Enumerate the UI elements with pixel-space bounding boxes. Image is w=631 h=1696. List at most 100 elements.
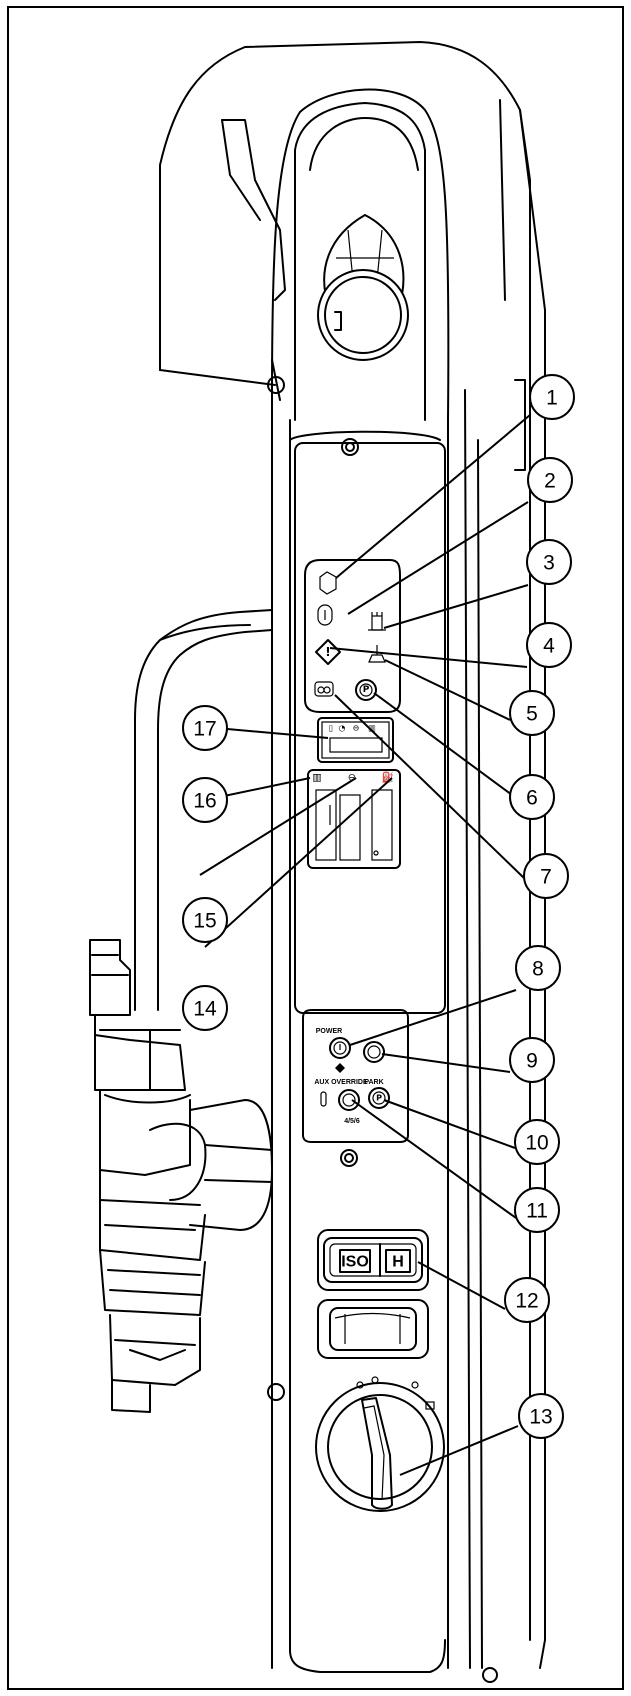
park-brake-icon: P <box>355 679 377 701</box>
warning-light-panel <box>304 559 401 713</box>
callout-number: 12 <box>515 1290 538 1313</box>
callout-number: 7 <box>540 866 552 889</box>
callout-number: 6 <box>526 787 538 810</box>
svg-text:▯: ▯ <box>329 724 333 733</box>
svg-text:⛽: ⛽ <box>382 771 394 784</box>
svg-text:⊖: ⊖ <box>353 724 360 733</box>
secondary-rocker-switch[interactable] <box>329 1307 417 1351</box>
callout-16: 16 <box>182 777 228 823</box>
horn-button[interactable] <box>363 1041 385 1063</box>
callout-2: 2 <box>527 457 573 503</box>
callout-circle <box>182 705 228 751</box>
callout-4: 4 <box>526 622 572 668</box>
callout-circle <box>514 1187 560 1233</box>
lower-switch-housing <box>317 1229 429 1359</box>
callout-1: 1 <box>529 374 575 420</box>
callout-number: 15 <box>193 910 216 933</box>
callout-11: 11 <box>514 1187 560 1233</box>
handrail <box>134 609 273 1011</box>
selector-position-icons <box>356 1376 435 1410</box>
h-label: H <box>392 1254 404 1271</box>
callout-3: 3 <box>526 539 572 585</box>
callout-number: 17 <box>193 718 216 741</box>
callout-circle <box>182 897 228 943</box>
svg-text:P: P <box>363 685 370 695</box>
air-filter-icon <box>314 681 334 697</box>
callout-circle <box>509 1037 555 1083</box>
svg-text:▥: ▥ <box>312 773 321 784</box>
callout-circle <box>515 945 561 991</box>
aux-override-button[interactable] <box>338 1089 360 1111</box>
park-button[interactable]: P <box>368 1087 390 1109</box>
callout-circle <box>182 985 228 1031</box>
hydraulic-oil-gauge-icon: ⊖ <box>348 773 356 784</box>
callout-number: 16 <box>193 790 216 813</box>
callout-6: 6 <box>509 774 555 820</box>
callout-circle <box>526 622 572 668</box>
lcd-display: ▯ ◔ ⊖ ▥ <box>317 717 394 763</box>
callout-15: 15 <box>182 897 228 943</box>
park-label: PARK <box>364 1079 383 1086</box>
gauge-cluster: ▥ ⊖ ⛽ <box>307 769 401 869</box>
aux-override-label: AUX OVERRIDE <box>314 1079 368 1086</box>
power-label: POWER <box>316 1028 342 1035</box>
iso-h-rocker-switch[interactable]: ISO H <box>323 1237 423 1283</box>
figure-border <box>7 6 624 1690</box>
callout-number: 14 <box>193 998 217 1021</box>
joystick-mount <box>89 939 285 1413</box>
callout-circle <box>523 853 569 899</box>
callout-13: 13 <box>518 1393 564 1439</box>
coolant-gauge-icon: ▥ <box>312 773 321 784</box>
callout-circle <box>509 690 555 736</box>
callout-circle <box>529 374 575 420</box>
callout-circle <box>514 1119 560 1165</box>
svg-text:⊖: ⊖ <box>348 773 356 784</box>
coolant-temp-icon <box>368 612 386 631</box>
svg-text:◔: ◔ <box>339 724 346 733</box>
power-arrow-icon <box>335 1063 345 1073</box>
callout-17: 17 <box>182 705 228 751</box>
warning-diamond-icon: ! <box>315 639 341 665</box>
hexagon-icon <box>319 571 337 595</box>
callout-circle <box>526 539 572 585</box>
upper-panel-housing <box>289 430 446 1014</box>
callout-number: 8 <box>532 958 544 981</box>
button-panel: POWER AUX OVERRIDE PARK 4/5/6 P <box>302 1009 409 1167</box>
aux-temp-icon <box>320 1091 327 1107</box>
callout-circle <box>527 457 573 503</box>
svg-text:!: ! <box>325 645 330 659</box>
callout-12: 12 <box>504 1277 550 1323</box>
callout-number: 13 <box>529 1406 552 1429</box>
callout-number: 9 <box>526 1050 538 1073</box>
thermometer-icon <box>317 604 333 626</box>
callout-number: 3 <box>543 552 555 575</box>
callout-7: 7 <box>523 853 569 899</box>
leader-lines <box>199 414 531 1476</box>
iso-label: ISO <box>341 1254 369 1271</box>
callout-number: 4 <box>543 635 555 658</box>
power-button[interactable] <box>329 1037 351 1059</box>
callout-circle <box>182 777 228 823</box>
callout-number: 5 <box>526 703 538 726</box>
callout-9: 9 <box>509 1037 555 1083</box>
mirror-boss <box>317 214 409 361</box>
rotary-selector-knob[interactable] <box>315 1382 445 1512</box>
callout-circle <box>509 774 555 820</box>
callout-circle <box>518 1393 564 1439</box>
callout-number: 1 <box>546 387 558 410</box>
callout-circle <box>504 1277 550 1323</box>
callout-number: 11 <box>526 1200 548 1223</box>
svg-text:▥: ▥ <box>368 724 376 733</box>
callout-8: 8 <box>515 945 561 991</box>
svg-text:P: P <box>376 1094 382 1103</box>
fuel-gauge-icon: ⛽ <box>382 771 394 784</box>
callout-14: 14 <box>182 985 228 1031</box>
callout-number: 10 <box>525 1132 548 1155</box>
callout-number: 2 <box>544 470 556 493</box>
aux-sub-label: 4/5/6 <box>344 1118 360 1125</box>
callout-10: 10 <box>514 1119 560 1165</box>
callout-5: 5 <box>509 690 555 736</box>
